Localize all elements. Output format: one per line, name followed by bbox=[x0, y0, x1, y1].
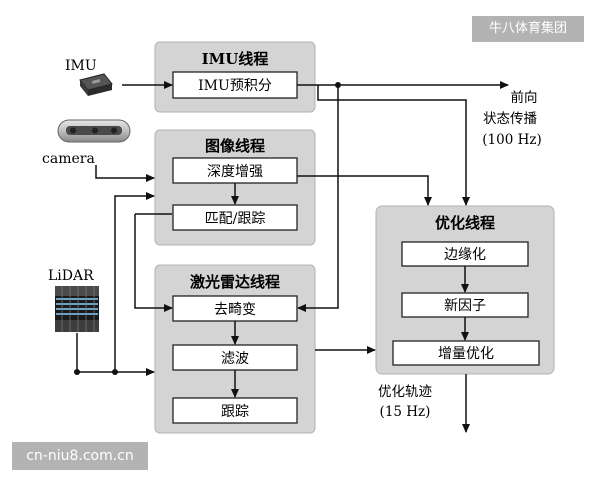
lidar-thread-title: 激光雷达线程 bbox=[190, 273, 280, 291]
match-track-box bbox=[172, 204, 298, 231]
junction-dot-lidar-left bbox=[74, 369, 80, 375]
imu-thread-title: IMU线程 bbox=[202, 50, 269, 68]
arrow-depth-to-optimization bbox=[297, 175, 432, 206]
imu-preintegration-box bbox=[172, 71, 298, 99]
optimization-thread-title: 优化线程 bbox=[435, 214, 495, 232]
marginalize-box bbox=[401, 241, 529, 267]
arrow-lidar-to-match bbox=[114, 192, 155, 372]
imu-device-icon bbox=[79, 73, 113, 96]
new-factor-label: 新因子 bbox=[444, 298, 486, 314]
incremental-opt-label: 增量优化 bbox=[438, 346, 494, 362]
arrow-imu-to-undistort bbox=[297, 85, 339, 312]
lidar-trunk bbox=[76, 333, 115, 373]
lidar-sensor-icon bbox=[55, 286, 99, 332]
incremental-opt-box bbox=[392, 340, 540, 366]
watermark-brand: 牛八体育集团 bbox=[472, 16, 584, 42]
lidar-track-box bbox=[172, 397, 298, 424]
forward-propagation-label-2: 状态传播 bbox=[483, 111, 537, 127]
marginalize-label: 边缘化 bbox=[444, 247, 486, 263]
imu-label: IMU bbox=[65, 58, 97, 74]
undistort-box bbox=[172, 295, 298, 322]
forward-propagation-label-1: 前向 bbox=[511, 89, 538, 106]
arrow-camera-to-depth-enhance bbox=[95, 165, 155, 182]
junction-dot-lidar-right bbox=[112, 369, 118, 375]
depth-enhance-box bbox=[172, 157, 298, 184]
optimized-trajectory-rate: (15 Hz) bbox=[380, 404, 431, 420]
imu-preintegration-label: IMU预积分 bbox=[198, 78, 272, 94]
connectors bbox=[76, 81, 509, 433]
depth-enhance-label: 深度增强 bbox=[207, 164, 263, 180]
arrow-lidar-to-undistort bbox=[134, 214, 173, 312]
arrow-imu-to-optimization bbox=[317, 85, 470, 206]
optimized-trajectory-label: 优化轨迹 bbox=[378, 384, 432, 400]
depth-camera-icon bbox=[57, 119, 131, 143]
filter-label: 滤波 bbox=[221, 351, 249, 367]
forward-propagation-rate: (100 Hz) bbox=[482, 132, 541, 148]
undistort-label: 去畸变 bbox=[214, 302, 256, 318]
lidar-label: LiDAR bbox=[48, 268, 94, 284]
lidar-track-label: 跟踪 bbox=[221, 404, 249, 420]
camera-label: camera bbox=[42, 151, 95, 167]
watermark-url: cn-niu8.com.cn bbox=[12, 442, 148, 470]
match-track-label: 匹配/跟踪 bbox=[205, 211, 266, 227]
junction-dot-imu bbox=[335, 82, 341, 88]
image-thread-title: 图像线程 bbox=[205, 137, 265, 155]
